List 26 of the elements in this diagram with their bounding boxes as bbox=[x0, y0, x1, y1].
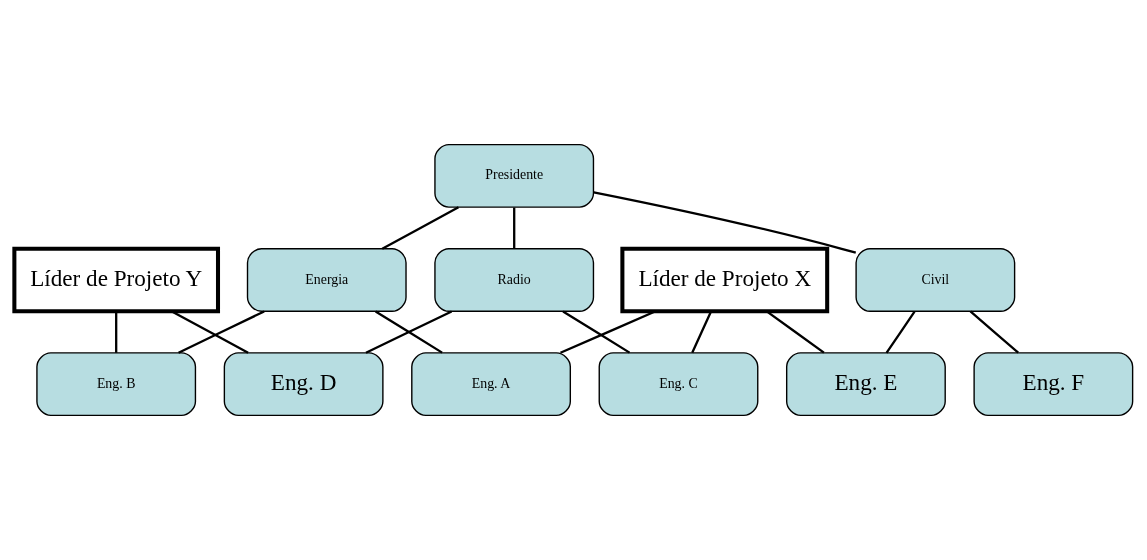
node-box: Energia bbox=[246, 248, 407, 312]
connector bbox=[381, 206, 460, 250]
node-box: Eng. C bbox=[598, 352, 759, 417]
node-box: Eng. F bbox=[973, 352, 1134, 417]
node-box: Eng. B bbox=[36, 352, 197, 417]
connector bbox=[562, 310, 631, 354]
connector bbox=[766, 310, 825, 354]
node-box: Eng. D bbox=[223, 352, 384, 417]
connector bbox=[178, 310, 265, 354]
connector bbox=[969, 310, 1019, 354]
node-box: Líder de Projeto X bbox=[620, 246, 830, 314]
connector bbox=[593, 191, 857, 254]
connector bbox=[691, 311, 712, 354]
connector bbox=[375, 310, 443, 354]
node-box: Líder de Projeto Y bbox=[12, 246, 221, 314]
connector bbox=[171, 310, 249, 354]
node-box: Civil bbox=[855, 248, 1016, 312]
node-box: Presidente bbox=[434, 143, 595, 208]
connector bbox=[115, 311, 118, 353]
node-box: Radio bbox=[434, 248, 595, 312]
node-box: Eng. E bbox=[786, 352, 946, 417]
connector bbox=[560, 310, 657, 354]
node-box: Eng. A bbox=[411, 352, 571, 417]
connector bbox=[885, 311, 916, 354]
connector bbox=[513, 207, 516, 249]
connector bbox=[365, 310, 453, 354]
